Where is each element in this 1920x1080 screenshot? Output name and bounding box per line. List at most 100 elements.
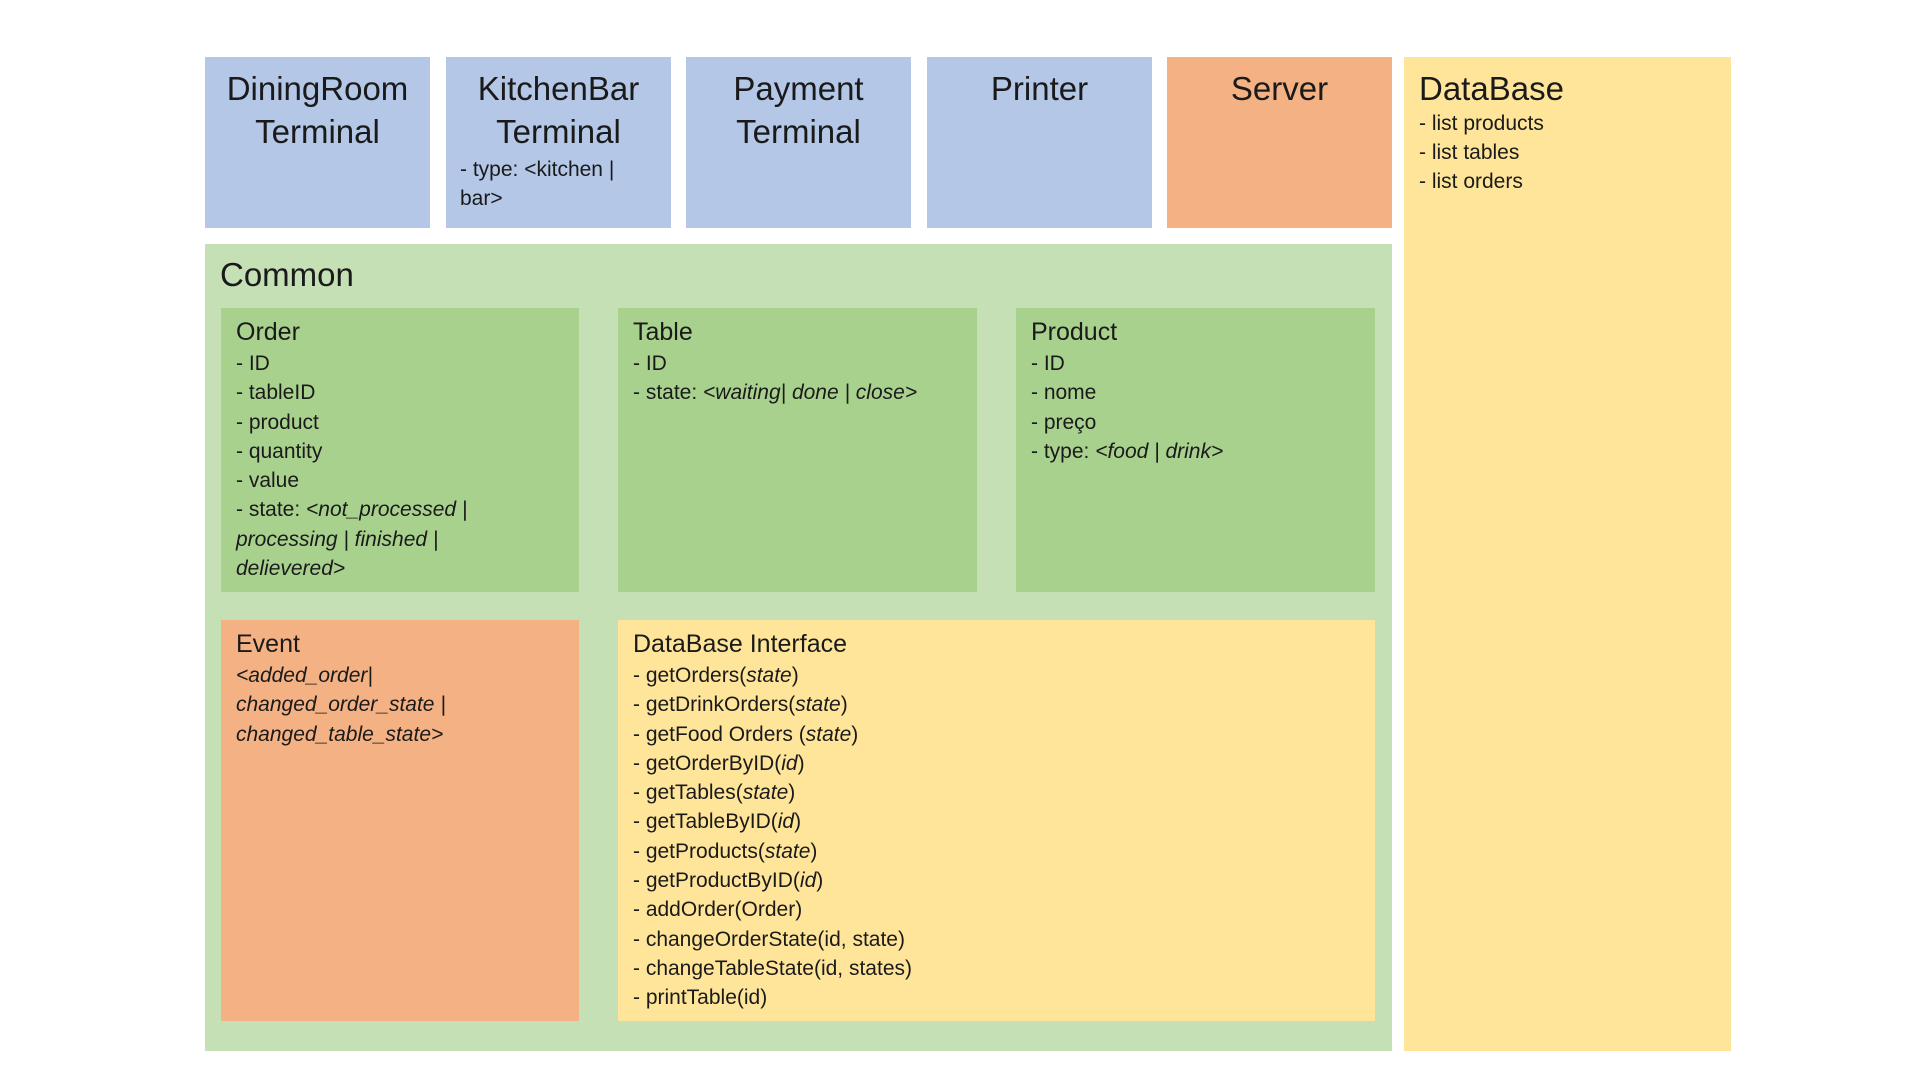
- method-arg: id: [777, 810, 795, 834]
- method-arg: state: [742, 781, 789, 805]
- method-close: ): [851, 722, 859, 746]
- order-state-value: <not_processed |: [306, 498, 468, 522]
- method-close: ): [797, 751, 805, 775]
- method-item: - addOrder(Order): [633, 895, 1360, 924]
- database-items: - list products - list tables - list ord…: [1419, 109, 1716, 196]
- table-title: Table: [633, 318, 693, 346]
- event-values: <added_order| changed_order_state | chan…: [236, 661, 564, 749]
- table-state-label: - state:: [633, 381, 704, 405]
- order-entity: Order - ID - tableID - product - quantit…: [221, 308, 579, 592]
- method-name: - changeTableState(id, states): [633, 956, 912, 980]
- method-arg: state: [764, 839, 811, 863]
- database-item: - list tables: [1419, 141, 1520, 164]
- method-arg: state: [746, 664, 792, 687]
- method-arg: id: [799, 869, 817, 893]
- method-arg: state: [795, 693, 841, 717]
- method-item: - changeTableState(id, states): [633, 954, 1360, 983]
- method-item: - getDrinkOrders(state): [633, 690, 1360, 719]
- method-arg: id: [781, 751, 798, 775]
- order-state-continued: delievered>: [236, 554, 564, 583]
- server-title: Server: [1230, 70, 1329, 107]
- product-type-value: <food | drink>: [1095, 439, 1224, 463]
- event-value-text: changed_order_state |: [236, 693, 446, 717]
- order-attr: - tableID: [236, 381, 316, 405]
- order-title: Order: [236, 318, 300, 346]
- order-attr: - product: [236, 410, 319, 434]
- method-close: ): [794, 810, 802, 834]
- method-item: - getProducts(state): [633, 837, 1360, 866]
- table-state-attr: - state: <waiting| done | close>: [633, 378, 962, 407]
- database-interface-title: DataBase Interface: [633, 630, 848, 658]
- method-close: ): [840, 693, 848, 717]
- product-attr: - nome: [1031, 381, 1097, 405]
- order-attr: - quantity: [236, 439, 323, 463]
- event-value: <added_order|: [236, 661, 564, 690]
- product-title: Product: [1031, 318, 1118, 346]
- method-name: - changeOrderState(id, state): [633, 927, 905, 951]
- product-entity: Product - ID - nome - preço - type: <foo…: [1016, 308, 1375, 592]
- method-name: - getDrinkOrders(: [633, 693, 796, 717]
- payment-terminal-box: Payment Terminal: [686, 57, 911, 228]
- event-title: Event: [236, 630, 300, 658]
- method-item: - changeOrderState(id, state): [633, 925, 1360, 954]
- table-entity: Table - ID - state: <waiting| done | clo…: [618, 308, 977, 592]
- printer-box: Printer: [927, 57, 1152, 228]
- kitchenbar-type-note: - type: <kitchen | bar>: [460, 158, 615, 210]
- method-arg: state: [805, 722, 852, 746]
- method-name: - getOrders(: [633, 664, 747, 687]
- method-name: - getTables(: [633, 781, 743, 805]
- method-close: ): [791, 664, 799, 687]
- product-type-label: - type:: [1031, 439, 1096, 463]
- product-attr: - ID: [1031, 352, 1065, 375]
- method-name: - getFood Orders (: [633, 722, 806, 746]
- order-state-continued: processing | finished |: [236, 525, 564, 554]
- method-item: - printTable(id): [633, 983, 1360, 1012]
- order-state-attr: - state: <not_processed |: [236, 495, 564, 524]
- event-value-text: changed_table_state>: [236, 722, 444, 746]
- product-type-attr: - type: <food | drink>: [1031, 437, 1360, 466]
- table-attr: - ID: [633, 352, 667, 375]
- order-state-value: delievered>: [236, 557, 346, 581]
- method-name: - getProductByID(: [633, 869, 800, 893]
- event-entity: Event <added_order| changed_order_state …: [221, 620, 579, 1021]
- kitchenbar-terminal-box: KitchenBar Terminal - type: <kitchen | b…: [446, 57, 671, 228]
- common-title: Common: [220, 256, 354, 293]
- order-attributes: - ID - tableID - product - quantity - va…: [236, 349, 564, 583]
- database-interface-methods: - getOrders(state)- getDrinkOrders(state…: [633, 661, 1360, 1013]
- order-attr: - ID: [236, 352, 270, 375]
- diningroom-terminal-title: DiningRoom Terminal: [226, 70, 409, 150]
- product-attr: - preço: [1031, 410, 1097, 434]
- method-name: - getProducts(: [633, 839, 765, 863]
- table-state-value: <waiting| done | close>: [703, 381, 918, 405]
- method-item: - getTableByID(id): [633, 807, 1360, 836]
- method-item: - getFood Orders (state): [633, 720, 1360, 749]
- printer-title: Printer: [990, 70, 1089, 107]
- database-item: - list products: [1419, 112, 1544, 135]
- database-box: DataBase - list products - list tables -…: [1404, 57, 1731, 1051]
- diningroom-terminal-box: DiningRoom Terminal: [205, 57, 430, 228]
- order-state-label: - state:: [236, 498, 307, 522]
- database-item: - list orders: [1419, 170, 1523, 193]
- method-item: - getOrders(state): [633, 661, 1360, 690]
- table-attributes: - ID - state: <waiting| done | close>: [633, 349, 962, 408]
- event-value: changed_order_state |: [236, 690, 564, 719]
- method-item: - getOrderByID(id): [633, 749, 1360, 778]
- server-box: Server: [1167, 57, 1392, 228]
- database-title: DataBase: [1419, 70, 1564, 107]
- method-name: - printTable(id): [633, 986, 768, 1010]
- database-interface-entity: DataBase Interface - getOrders(state)- g…: [618, 620, 1375, 1021]
- kitchenbar-terminal-title: KitchenBar Terminal: [477, 70, 640, 150]
- method-close: ): [816, 869, 824, 893]
- common-box: Common Order - ID - tableID - product - …: [205, 244, 1392, 1051]
- order-attr: - value: [236, 469, 300, 493]
- method-name: - getOrderByID(: [633, 751, 782, 775]
- product-attributes: - ID - nome - preço - type: <food | drin…: [1031, 349, 1360, 466]
- event-value: changed_table_state>: [236, 720, 564, 749]
- event-value-text: <added_order|: [236, 664, 373, 687]
- method-item: - getTables(state): [633, 778, 1360, 807]
- payment-terminal-title: Payment Terminal: [733, 70, 864, 150]
- method-name: - getTableByID(: [633, 810, 778, 834]
- method-name: - addOrder(Order): [633, 898, 803, 922]
- method-close: ): [810, 839, 818, 863]
